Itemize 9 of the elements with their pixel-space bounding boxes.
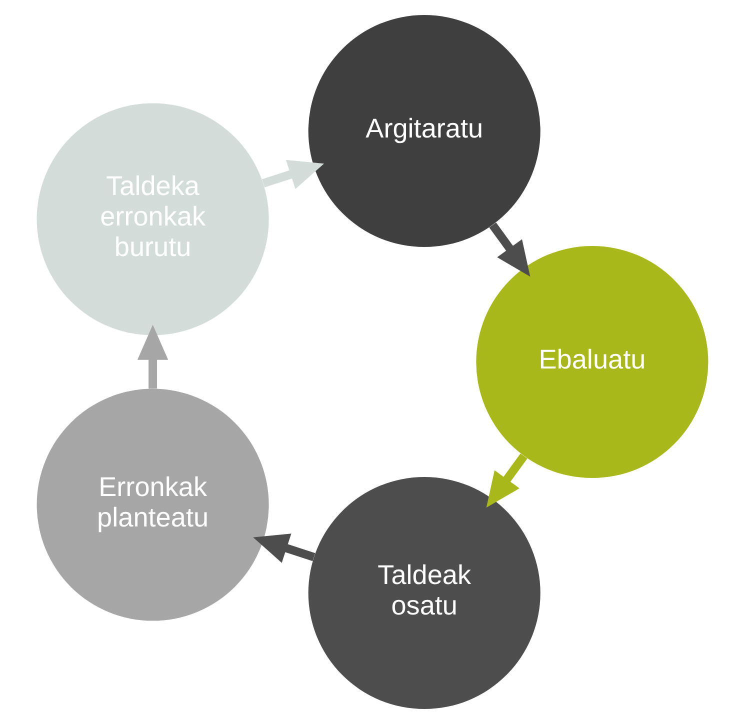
node-circle: Erronkak planteatu <box>36 388 268 621</box>
node-circle: Taldeak osatu <box>308 476 540 710</box>
arrow <box>486 453 527 508</box>
arrow <box>261 160 324 190</box>
arrow <box>488 222 530 277</box>
arrow <box>252 534 315 563</box>
node-circle: Ebaluatu <box>476 246 708 478</box>
arrow <box>136 324 168 389</box>
node-circle: Argitaratu <box>308 14 540 248</box>
